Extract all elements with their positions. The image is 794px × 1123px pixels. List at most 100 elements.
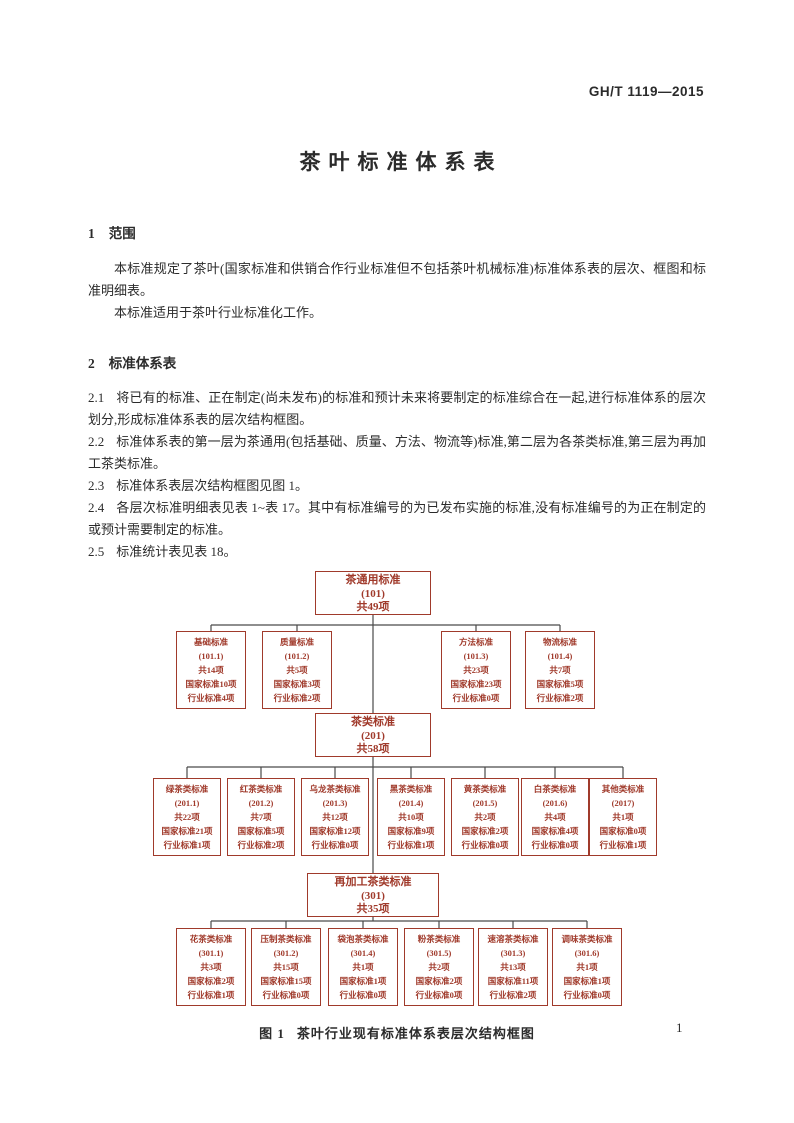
box-line: 共10项	[398, 812, 424, 822]
box-line: 再加工茶类标准	[334, 876, 412, 888]
box-line: 共2项	[428, 962, 450, 972]
box-black-tea-standards: 红茶类标准 (201.2) 共7项国家标准5项行业标准2项	[227, 778, 295, 856]
box-line: 行业标准2项	[273, 693, 321, 703]
hierarchy-diagram: 茶通用标准(101)共49项 基础标准(101.1)共14项国家标准10项行业标…	[75, 569, 715, 1009]
box-line: 乌龙茶类标准	[309, 784, 361, 794]
box-line: 国家标准3项	[273, 679, 321, 689]
box-dark-tea-standards: 黑茶类标准(201.4)共10项国家标准9项行业标准1项	[377, 778, 445, 856]
box-line: 行业标准2项	[489, 990, 537, 1000]
figure-caption-text: 茶叶行业现有标准体系表层次结构框图	[296, 1026, 535, 1041]
box-line: (301.1)	[198, 948, 224, 958]
box-line: (201)	[361, 729, 385, 742]
box-line: (201.6)	[542, 798, 568, 808]
box-line: 茶通用标准	[345, 574, 401, 586]
box-line: 行业标准0项	[415, 990, 463, 1000]
box-line: 黄茶类标准	[463, 784, 507, 794]
scope-paragraph-2: 本标准适用于茶叶行业标准化工作。	[114, 305, 323, 320]
box-line: 国家标准1项	[339, 976, 387, 986]
box-line: (201.1)	[174, 798, 200, 808]
box-line: 行业标准2项	[536, 693, 584, 703]
section-2-label: 标准体系表	[108, 356, 177, 371]
box-line: 国家标准12项	[309, 826, 361, 836]
scope-paragraph-1: 本标准规定了茶叶(国家标准和供销合作行业标准但不包括茶叶机械标准)标准体系表的层…	[88, 261, 706, 298]
box-line: 其他类标准	[601, 784, 645, 794]
box-method-standards: 方法标准(101.3)共23项国家标准23项行业标准0项	[441, 631, 511, 709]
box-flower-tea-standards: 花茶类标准(301.1)共3项国家标准2项行业标准1项	[176, 928, 246, 1006]
box-line: 国家标准2项	[187, 976, 235, 986]
box-line: 质量标准	[279, 637, 314, 647]
box-tea-general-standards: 茶通用标准(101)共49项	[315, 571, 431, 615]
box-yellow-tea-standards: 黄茶类标准(201.5)共2项国家标准2项行业标准0项	[451, 778, 519, 856]
box-line: 国家标准11项	[487, 976, 539, 986]
box-other-tea-standards: 其他类标准(2017)共1项国家标准0项行业标准1项	[589, 778, 657, 856]
box-reprocessed-tea-standards: 再加工茶类标准(301)共35项	[307, 873, 439, 917]
box-line: 袋泡茶类标准	[337, 934, 389, 944]
box-line: 共23项	[463, 665, 489, 675]
box-line: 行业标准0项	[563, 990, 611, 1000]
doc-number: GH/T 1119—2015	[588, 84, 704, 99]
box-line: 调味茶类标准	[561, 934, 613, 944]
box-line: 国家标准2项	[415, 976, 463, 986]
box-line: 物流标准	[542, 637, 577, 647]
box-line: (201.3)	[322, 798, 348, 808]
clause-2-5-text: 标准统计表见表 18。	[116, 544, 237, 559]
box-line: 国家标准9项	[387, 826, 435, 836]
box-line: 行业标准2项	[237, 840, 285, 850]
box-line: (201.2)	[248, 798, 274, 808]
box-green-tea-standards: 绿茶类标准 (201.1) 共22项国家标准21项行业标准1项	[153, 778, 221, 856]
box-line: 行业标准1项	[387, 840, 435, 850]
clause-2-3-text: 标准体系表层次结构框图见图 1。	[116, 478, 309, 493]
box-powder-tea-standards: 粉茶类标准 (301.5) 共2项国家标准2项行业标准0项	[404, 928, 474, 1006]
box-line: 共49项	[356, 601, 390, 613]
section-1-label: 范围	[108, 226, 136, 241]
box-line: (101.4)	[547, 651, 573, 661]
box-line: 共1项	[352, 962, 374, 972]
box-line: 行业标准0项	[452, 693, 500, 703]
box-line: 行业标准0项	[339, 990, 387, 1000]
clause-2-2-text: 标准体系表的第一层为茶通用(包括基础、质量、方法、物流等)标准,第二层为各茶类标…	[88, 434, 706, 471]
box-line: (101.3)	[463, 651, 489, 661]
clause-2-5-number: 2.5	[88, 544, 105, 559]
box-line: 共7项	[250, 812, 272, 822]
box-line: 黑茶类标准	[389, 784, 433, 794]
box-line: 国家标准4项	[531, 826, 579, 836]
box-flavored-tea-standards: 调味茶类标准(301.6)共1项国家标准1项行业标准0项	[552, 928, 622, 1006]
box-line: 行业标准0项	[311, 840, 359, 850]
box-line: 粉茶类标准	[417, 934, 461, 944]
box-line: 国家标准15项	[260, 976, 312, 986]
box-line: 共58项	[356, 743, 390, 755]
box-line: 共3项	[200, 962, 222, 972]
box-teabag-standards: 袋泡茶类标准(301.4)共1项国家标准1项行业标准0项	[328, 928, 398, 1006]
clause-2-4-text: 各层次标准明细表见表 1~表 17。其中有标准编号的为已发布实施的标准,没有标准…	[88, 500, 706, 537]
clause-2-2-number: 2.2	[88, 434, 105, 449]
box-line: 共4项	[544, 812, 566, 822]
box-line: 国家标准21项	[161, 826, 213, 836]
box-line: 红茶类标准	[239, 784, 283, 794]
box-line: 共35项	[356, 903, 390, 915]
box-line: 行业标准1项	[163, 840, 211, 850]
box-line: 共15项	[273, 962, 299, 972]
box-line: 共22项	[174, 812, 200, 822]
box-line: 绿茶类标准	[165, 784, 209, 794]
box-line: (301.6)	[574, 948, 600, 958]
box-line: (301.5)	[426, 948, 452, 958]
box-line: (101.2)	[284, 651, 310, 661]
box-line: 国家标准5项	[536, 679, 584, 689]
clause-2-1-number: 2.1	[88, 390, 105, 405]
connector-lines	[186, 615, 624, 928]
figure-number: 图 1	[259, 1026, 285, 1041]
box-line: 方法标准	[458, 637, 493, 647]
box-line: 共2项	[474, 812, 496, 822]
box-line: 行业标准0项	[531, 840, 579, 850]
box-white-tea-standards: 白茶类标准(201.6)共4项国家标准4项行业标准0项	[521, 778, 589, 856]
box-line: 国家标准5项	[237, 826, 285, 836]
box-line: 共1项	[576, 962, 598, 972]
box-line: (301.2)	[273, 948, 299, 958]
box-line: 行业标准1项	[599, 840, 647, 850]
box-instant-tea-standards: 速溶茶类标准(301.3)共13项国家标准11项行业标准2项	[478, 928, 548, 1006]
